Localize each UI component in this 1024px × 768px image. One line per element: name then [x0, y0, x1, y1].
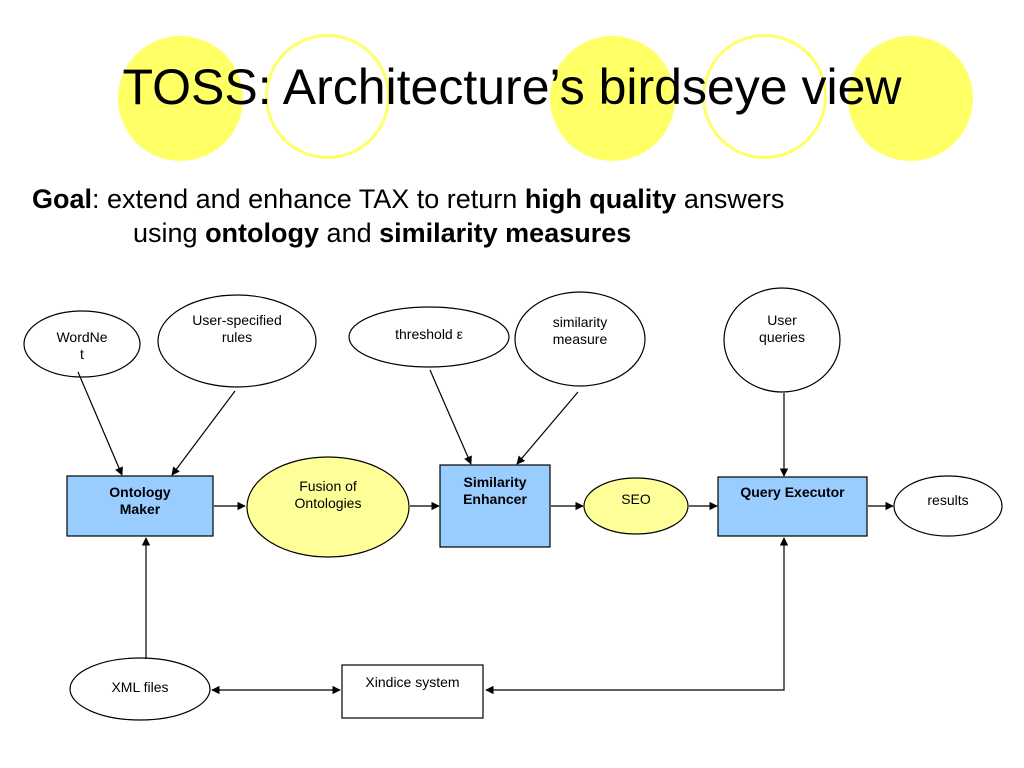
user-queries-node: [723, 287, 841, 393]
xindice-label: Xindice system: [365, 674, 460, 690]
results-label: results: [927, 492, 969, 508]
goal-ontology: ontology: [205, 218, 320, 248]
arrow-threshold-to-enhancer: [429, 369, 472, 465]
goal-label: Goal: [32, 184, 93, 214]
goal-text: Goal: extend and enhance TAX to return h…: [32, 182, 1002, 250]
wordnet-label: WordNe t: [56, 329, 108, 362]
xindice-node: [341, 664, 484, 719]
threshold-label: threshold ε: [395, 326, 463, 342]
arrow-xindice-executor: [485, 537, 789, 695]
goal-colon: :: [92, 184, 100, 214]
results-node: [893, 475, 1003, 537]
arrow-rules-to-ontology-maker: [171, 390, 236, 476]
ontology-maker-node: [66, 475, 214, 537]
goal-high-quality: high quality: [524, 184, 677, 214]
arrow-wordnet-to-ontology-maker: [77, 371, 123, 476]
goal-similarity-measures: similarity measures: [379, 218, 632, 248]
decor-circle-3: [550, 36, 675, 161]
fusion-node: [246, 456, 410, 558]
similarity-enhancer-node: [439, 464, 551, 548]
goal-text-4: and: [319, 218, 380, 248]
goal-line-1: Goal: extend and enhance TAX to return h…: [32, 182, 1002, 216]
ontology-maker-label: Ontology Maker: [109, 484, 171, 517]
user-rules-label: User-specified rules: [192, 312, 282, 345]
seo-node: [583, 477, 689, 535]
decor-circle-4: [702, 34, 827, 159]
goal-text-3: using: [133, 218, 206, 248]
goal-text-1: extend and enhance TAX to return: [99, 184, 525, 214]
similarity-measure-node: [514, 291, 646, 387]
slide-title: TOSS: Architecture’s birdseye view: [122, 59, 902, 115]
decor-circle-5: [848, 36, 973, 161]
fusion-label: Fusion of Ontologies: [294, 478, 362, 511]
xml-files-node: [69, 657, 211, 721]
goal-line-2: using ontology and similarity measures: [32, 216, 1002, 250]
user-rules-node: [157, 294, 317, 388]
wordnet-node: [23, 310, 141, 378]
similarity-enhancer-label: Similarity Enhancer: [463, 474, 527, 507]
similarity-measure-label: similarity measure: [552, 314, 608, 347]
query-executor-node: [717, 476, 868, 537]
query-executor-label: Query Executor: [740, 484, 845, 500]
seo-label: SEO: [621, 491, 651, 507]
decor-circle-2: [265, 34, 390, 159]
threshold-node: [348, 306, 510, 368]
arrow-measure-to-enhancer: [516, 391, 579, 465]
goal-text-2: answers: [676, 184, 785, 214]
xml-files-label: XML files: [111, 679, 169, 695]
user-queries-label: User queries: [759, 312, 805, 345]
decor-circle-1: [118, 36, 243, 161]
